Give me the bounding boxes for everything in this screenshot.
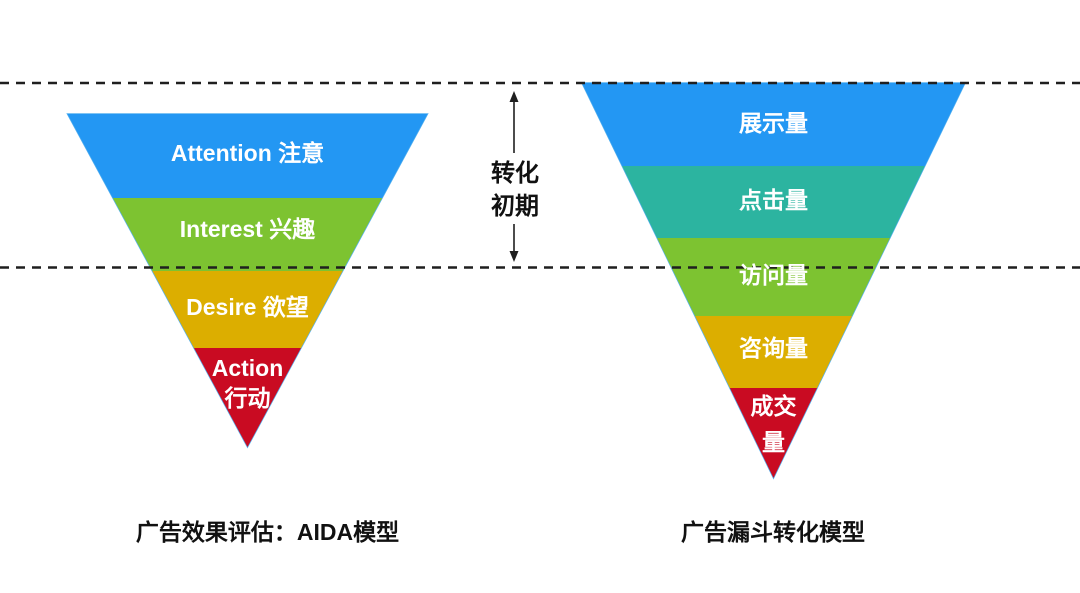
arrowhead-down-icon — [509, 251, 519, 262]
aida-layer-interest — [112, 198, 383, 271]
aida-funnel-caption: 广告效果评估：AIDA模型 — [136, 519, 399, 545]
conversion-early-stage-annotation: 转化 初期 — [491, 91, 539, 262]
aida-layer-action — [194, 348, 301, 447]
annotation-line-1: 转化 — [491, 159, 539, 187]
conversion-funnel-caption: 广告漏斗转化模型 — [681, 519, 865, 545]
aida-label-attention: Attention 注意 — [171, 140, 324, 166]
aida-layer-desire — [152, 271, 343, 348]
conversion-layer-inquiries — [695, 316, 852, 388]
conversion-layer-deals — [729, 388, 818, 478]
aida-label-interest: Interest 兴趣 — [180, 216, 316, 242]
annotation-line-2: 初期 — [491, 193, 539, 220]
conversion-layer-visits — [657, 238, 890, 316]
arrowhead-up-icon — [509, 91, 519, 102]
conversion-layer-impressions — [582, 83, 965, 166]
aida-funnel — [66, 113, 429, 449]
conversion-label-clicks: 点击量 — [739, 187, 808, 213]
aida-label-desire: Desire 欲望 — [186, 294, 309, 320]
aida-layer-attention — [67, 114, 428, 198]
conversion-label-visits: 访问量 — [739, 262, 808, 288]
conversion-label-deals-line-2: 量 — [762, 429, 785, 455]
conversion-layer-clicks — [622, 166, 925, 238]
conversion-label-inquiries: 咨询量 — [739, 335, 808, 361]
aida-label-action-line-1: Action — [212, 355, 284, 381]
conversion-funnel — [580, 82, 967, 480]
conversion-label-impressions: 展示量 — [739, 110, 808, 136]
aida-label-action-line-2: 行动 — [224, 385, 271, 411]
conversion-label-deals-line-1: 成交 — [751, 393, 797, 419]
